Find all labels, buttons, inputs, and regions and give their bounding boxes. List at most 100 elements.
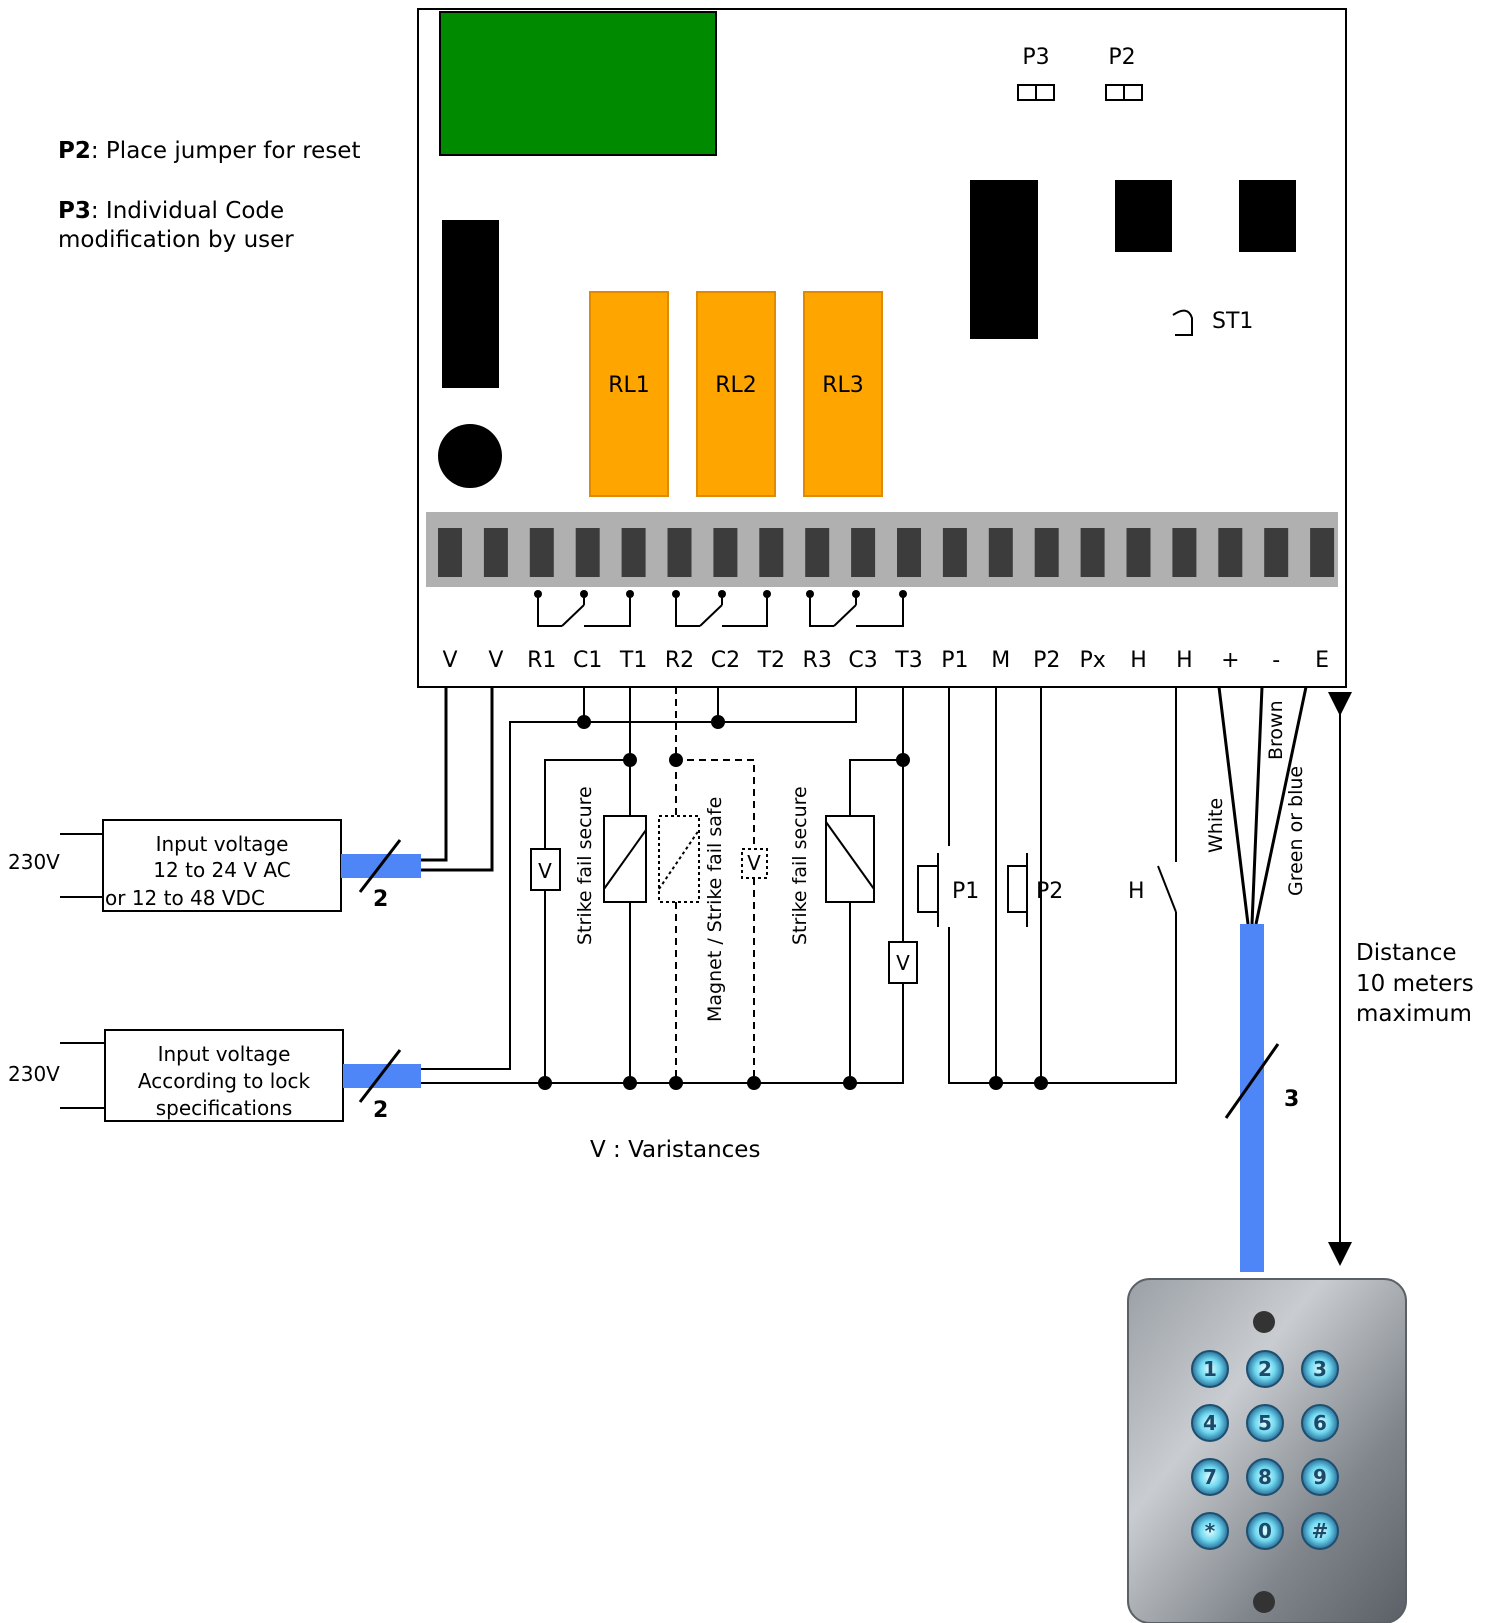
jumper-p2-label: P2 <box>1108 45 1135 70</box>
terminal-label: Px <box>1079 648 1105 673</box>
relay-rl1-label: RL1 <box>608 373 650 398</box>
strike1-label: Strike fail secure <box>574 786 596 945</box>
supply-upper-line1: Input voltage <box>156 832 289 856</box>
supply-upper-line3: or 12 to 48 VDC <box>105 886 265 910</box>
terminal-slot <box>1264 528 1289 577</box>
screw-icon <box>1253 1591 1275 1613</box>
keypad-key-label: 4 <box>1203 1411 1217 1435</box>
terminal-label: T3 <box>894 648 922 673</box>
terminal-label: H <box>1176 648 1193 673</box>
terminal-label: M <box>991 648 1010 673</box>
wire-green-label: Green or blue <box>1285 766 1307 896</box>
junction-dot <box>669 1076 683 1090</box>
terminal-slot <box>897 528 921 577</box>
supply-lower: 230V Input voltage According to lock spe… <box>8 1029 421 1123</box>
relay-contacts <box>534 590 907 627</box>
note-p2: P2: Place jumper for reset <box>58 138 360 164</box>
mains-label: 230V <box>8 850 60 874</box>
terminal-label: - <box>1272 648 1280 673</box>
distance-line1: Distance <box>1356 940 1457 966</box>
keypad-key <box>1246 1350 1284 1388</box>
jumper-p3-label: P3 <box>1022 45 1049 70</box>
terminal-slot <box>1172 528 1197 577</box>
keypad-key <box>1191 1458 1229 1496</box>
terminal-slot <box>621 528 646 577</box>
keypad-key-label: 7 <box>1203 1465 1217 1489</box>
switch-h-label: H <box>1128 879 1145 904</box>
terminal-label: C2 <box>711 648 740 673</box>
distance-line2: 10 meters <box>1356 971 1474 997</box>
keypad-key <box>1246 1404 1284 1442</box>
varistor <box>530 848 561 891</box>
terminal-label: R1 <box>527 648 556 673</box>
keypad-key <box>1191 1350 1229 1388</box>
pushbutton-p1-label: P1 <box>952 879 979 904</box>
terminal-slot <box>851 528 876 577</box>
junction-dot <box>623 1076 637 1090</box>
terminal-label: + <box>1221 648 1239 673</box>
terminal-label: T1 <box>619 648 647 673</box>
terminal-strip <box>426 512 1338 587</box>
relay-rl3-label: RL3 <box>822 373 864 398</box>
supply-upper: 230V Input voltage 12 to 24 V AC or 12 t… <box>8 687 494 912</box>
chip-small-1 <box>1115 180 1172 252</box>
relay-rl3 <box>803 291 883 497</box>
pushbutton-p2-label: P2 <box>1036 879 1063 904</box>
terminal-label: C3 <box>848 648 877 673</box>
varistor-label: V <box>747 851 761 875</box>
input-contacts: P1 P2 H <box>917 687 1177 1090</box>
terminal-slots <box>438 528 1335 577</box>
keypad-key-label: 3 <box>1313 1357 1327 1381</box>
relay-rl2-label: RL2 <box>715 373 757 398</box>
supply-upper-line2: 12 to 24 V AC <box>153 858 290 882</box>
terminal-label: E <box>1315 648 1329 673</box>
switch-h <box>1157 865 1177 913</box>
terminal-slot <box>1310 528 1335 577</box>
varistor <box>888 941 918 984</box>
keypad-key <box>1301 1458 1339 1496</box>
wire-brown-label: Brown <box>1265 700 1287 760</box>
st1-label: ST1 <box>1212 309 1253 334</box>
mains-label: 230V <box>8 1062 60 1086</box>
connector-block <box>442 220 499 388</box>
keypad-key-label: 8 <box>1258 1465 1272 1489</box>
terminal-label: R3 <box>803 648 832 673</box>
junction-dot <box>538 1076 552 1090</box>
junction-dot <box>843 1076 857 1090</box>
terminal-slot <box>759 528 784 577</box>
supply-box-lower <box>104 1029 344 1122</box>
buzzer <box>438 424 502 488</box>
keypad-key-label: 6 <box>1313 1411 1327 1435</box>
wire-count-lower: 2 <box>373 1098 388 1123</box>
keypad-key-label: 2 <box>1258 1357 1272 1381</box>
keypad-key-label: 1 <box>1203 1357 1217 1381</box>
supply-box-upper <box>102 819 342 912</box>
keypad-key <box>1191 1512 1229 1550</box>
terminal-slot <box>713 528 738 577</box>
keypad-key-label: 0 <box>1258 1519 1272 1543</box>
note-p3: P3: Individual Code <box>58 198 284 224</box>
varistor-label: V <box>538 859 552 883</box>
terminal-label: R2 <box>665 648 694 673</box>
jumper-p2-pin <box>1123 84 1143 101</box>
terminal-label: P2 <box>1033 648 1060 673</box>
keypad-key <box>1191 1404 1229 1442</box>
relay-rl1 <box>589 291 669 497</box>
keypad-key <box>1301 1404 1339 1442</box>
wire-count-upper: 2 <box>373 887 388 912</box>
keypad-key-label: 9 <box>1313 1465 1327 1489</box>
varistor <box>741 848 768 879</box>
screw-icon <box>1253 1311 1275 1333</box>
pushbutton-p1 <box>917 853 939 927</box>
supply-lower-line1: Input voltage <box>158 1042 291 1066</box>
terminal-slot <box>1218 528 1243 577</box>
cable-lower <box>343 1064 421 1088</box>
terminal-label: P1 <box>941 648 968 673</box>
note-p3-line2: modification by user <box>58 227 294 253</box>
keypad-key <box>1301 1512 1339 1550</box>
terminal-slot <box>438 528 462 577</box>
display-module <box>439 11 717 156</box>
strike-coil <box>825 815 875 903</box>
